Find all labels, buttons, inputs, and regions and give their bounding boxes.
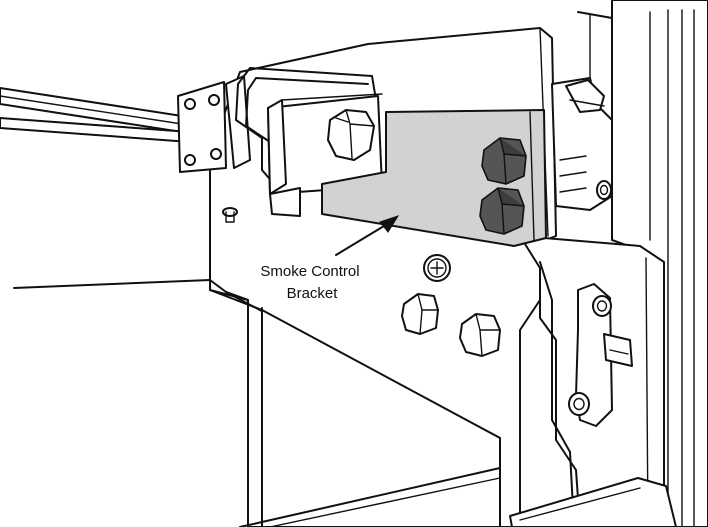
hex-bolt-icon bbox=[479, 187, 525, 235]
callout-label-line2: Bracket bbox=[287, 285, 339, 302]
mounting-clip bbox=[177, 75, 251, 173]
duct-box bbox=[13, 279, 501, 527]
upper-latch bbox=[551, 77, 613, 211]
hex-bolt-icon bbox=[459, 313, 501, 357]
screwdriver-icon bbox=[0, 87, 191, 143]
callout-label-line1: Smoke Control bbox=[260, 263, 359, 280]
hex-bolt-icon bbox=[327, 109, 375, 161]
callout-arrow bbox=[335, 215, 400, 256]
stud-pin bbox=[222, 207, 238, 223]
hex-bolt-icon bbox=[481, 137, 527, 185]
latch-plate bbox=[519, 235, 665, 527]
hex-bolt-icon bbox=[401, 293, 439, 335]
phillips-screw-icon bbox=[423, 254, 451, 282]
hinge-foot bbox=[509, 477, 677, 527]
